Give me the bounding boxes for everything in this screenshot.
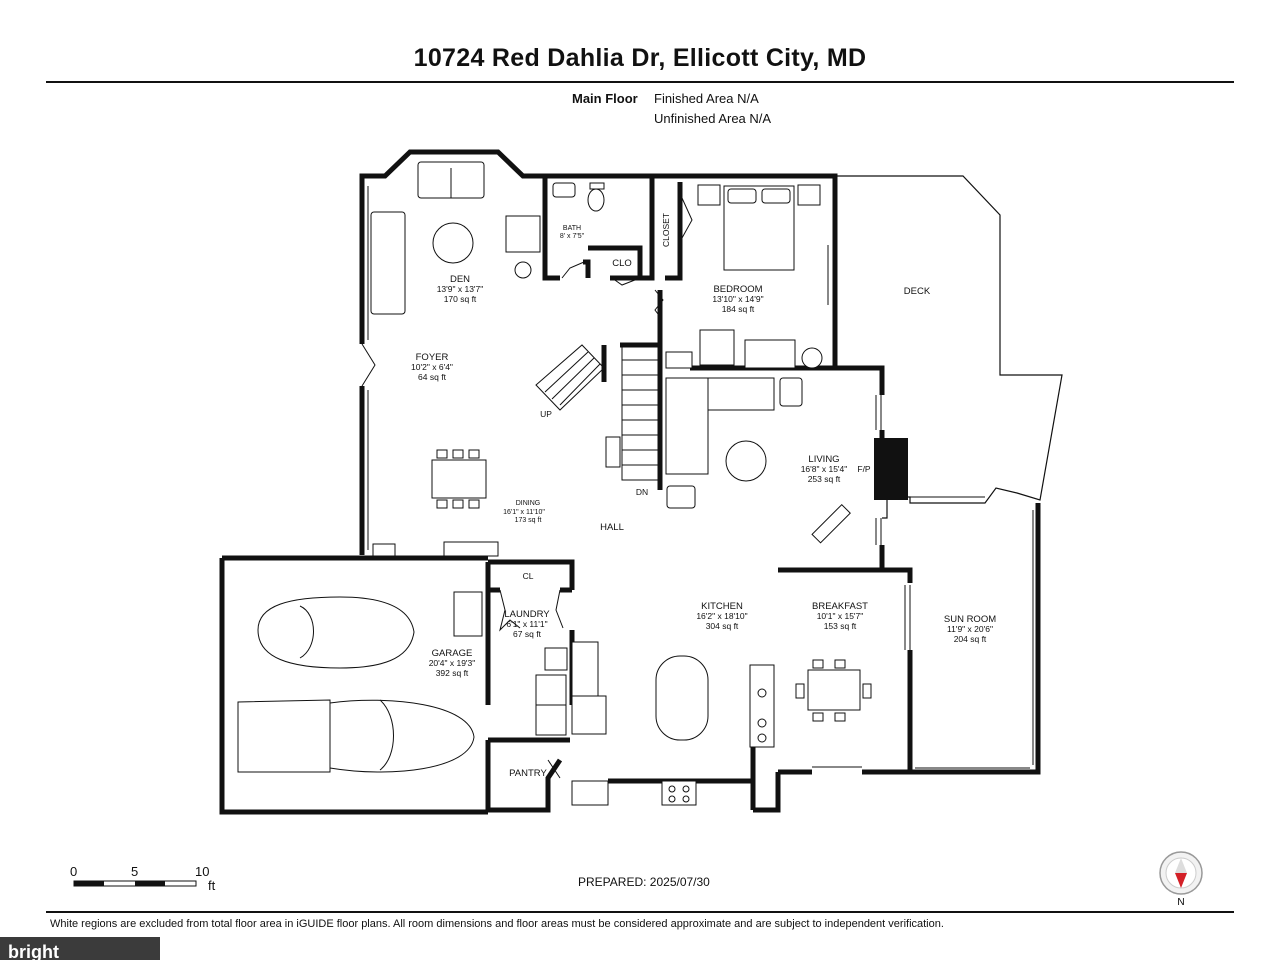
finished-area: Finished Area N/A (654, 91, 759, 106)
compass-north-label: N (1177, 897, 1184, 908)
living-area: 253 sq ft (808, 474, 841, 484)
den-loveseat (370, 211, 406, 315)
scale-tick-5: 5 (131, 864, 139, 879)
floor-name: Main Floor (572, 91, 638, 106)
den-wall (359, 149, 545, 344)
clo-label: CLO (612, 258, 632, 269)
dining-table (431, 459, 487, 499)
scale-unit: ft (208, 878, 216, 893)
kitchen-area: 304 sq ft (706, 621, 739, 631)
bedroom-area: 184 sq ft (722, 304, 755, 314)
sunroom-label: SUN ROOM (944, 614, 996, 625)
laundry-area: 67 sq ft (513, 629, 542, 639)
scale-tick-0: 0 (70, 864, 78, 879)
garage-truck (237, 699, 475, 773)
dining-dims: 16'1" x 11'10" (503, 509, 545, 516)
bath-dims: 8' x 7'5" (560, 233, 585, 240)
scale-tick-10: 10 (195, 864, 210, 879)
garage-area: 392 sq ft (436, 668, 469, 678)
bedroom-dims: 13'10" x 14'9" (712, 294, 763, 304)
laundry-label: LAUNDRY (504, 609, 550, 620)
den-area: 170 sq ft (444, 294, 477, 304)
deck-label: DECK (904, 286, 931, 297)
dn-label: DN (636, 487, 648, 497)
north-compass: N (1159, 851, 1203, 908)
kitchen-dims: 16'2" x 18'10" (696, 611, 747, 621)
stair-down (621, 344, 659, 481)
foyer-dims: 10'2" x 6'4" (411, 362, 453, 372)
den-dims: 13'9" x 13'7" (437, 284, 484, 294)
breakfast-label: BREAKFAST (812, 601, 868, 612)
living-dims: 16'8" x 15'4" (801, 464, 848, 474)
garage-label: GARAGE (432, 648, 473, 659)
foyer-area: 64 sq ft (418, 372, 447, 382)
sunroom-dims: 11'9" x 20'6" (947, 624, 993, 634)
closet-label: CLOSET (661, 213, 671, 247)
living-table (725, 440, 767, 482)
kitchen-label: KITCHEN (701, 601, 743, 612)
scale-bar (73, 880, 197, 887)
clo-wall (588, 245, 643, 281)
dining-area: 173 sq ft (515, 517, 542, 524)
bedroom-wall (620, 300, 663, 348)
fireplace-label: F/P (857, 464, 871, 474)
breakfast-dims: 10'1" x 15'7" (817, 611, 864, 621)
pantry-wall (485, 740, 563, 813)
bright-logo: bright (0, 937, 160, 960)
breakfast-table (807, 669, 861, 711)
laundry-dims: 6'1" x 11'1" (506, 619, 547, 629)
garage-dims: 20'4" x 19'3" (429, 658, 476, 668)
footer-divider (46, 911, 1234, 913)
garage-wall (219, 558, 488, 815)
property-address-title: 10724 Red Dahlia Dr, Ellicott City, MD (413, 44, 867, 72)
cl-label: CL (523, 571, 534, 581)
garage-car (257, 596, 415, 669)
fireplace (874, 438, 908, 500)
pantry-label: PANTRY (509, 768, 547, 779)
sunroom-area: 204 sq ft (954, 634, 987, 644)
up-label: UP (540, 409, 552, 419)
den-table (432, 222, 474, 264)
prepared-date: PREPARED: 2025/07/30 (578, 875, 710, 889)
breakfast-area: 153 sq ft (824, 621, 857, 631)
header-divider (46, 81, 1234, 83)
stair-up (535, 344, 605, 411)
foyer-label: FOYER (416, 352, 449, 363)
den-label: DEN (450, 274, 470, 285)
hall-label: HALL (600, 522, 624, 533)
living-label: LIVING (808, 454, 839, 465)
bedroom-label: BEDROOM (713, 284, 762, 295)
kitchen-island (655, 655, 709, 741)
bath-label: BATH (563, 225, 581, 232)
disclaimer-footnote: White regions are excluded from total fl… (50, 918, 944, 930)
bath-wall (542, 176, 560, 281)
unfinished-area: Unfinished Area N/A (654, 111, 772, 126)
dining-label: DINING (516, 500, 541, 507)
